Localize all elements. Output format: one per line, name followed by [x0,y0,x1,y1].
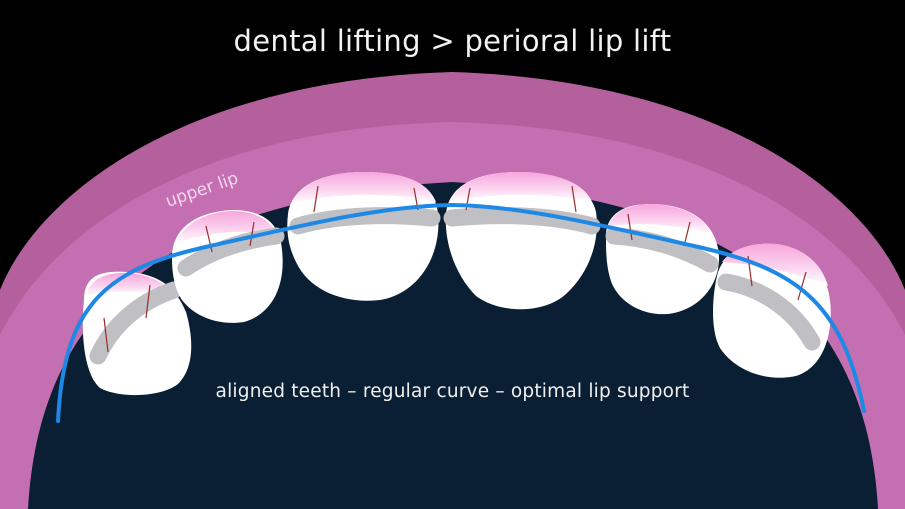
tooth-crown [287,172,439,301]
archwire [56,202,866,423]
tooth-gum [176,211,278,244]
tooth-gum [292,172,436,204]
bracket [605,227,719,273]
tooth-1 [82,271,192,396]
diagram-title: dental lifting > perioral lip lift [233,24,672,58]
bracket [177,227,285,277]
tooth-gum [722,243,828,286]
bracket [717,273,821,351]
tooth-5 [605,204,719,315]
tooth-6 [713,243,831,378]
diagram-caption: aligned teeth – regular curve – optimal … [215,381,690,402]
tooth-gum [450,172,592,202]
bracket [89,281,183,365]
tooth-2 [172,210,285,323]
tooth-vein [103,284,151,353]
tooth-gum [608,204,712,234]
